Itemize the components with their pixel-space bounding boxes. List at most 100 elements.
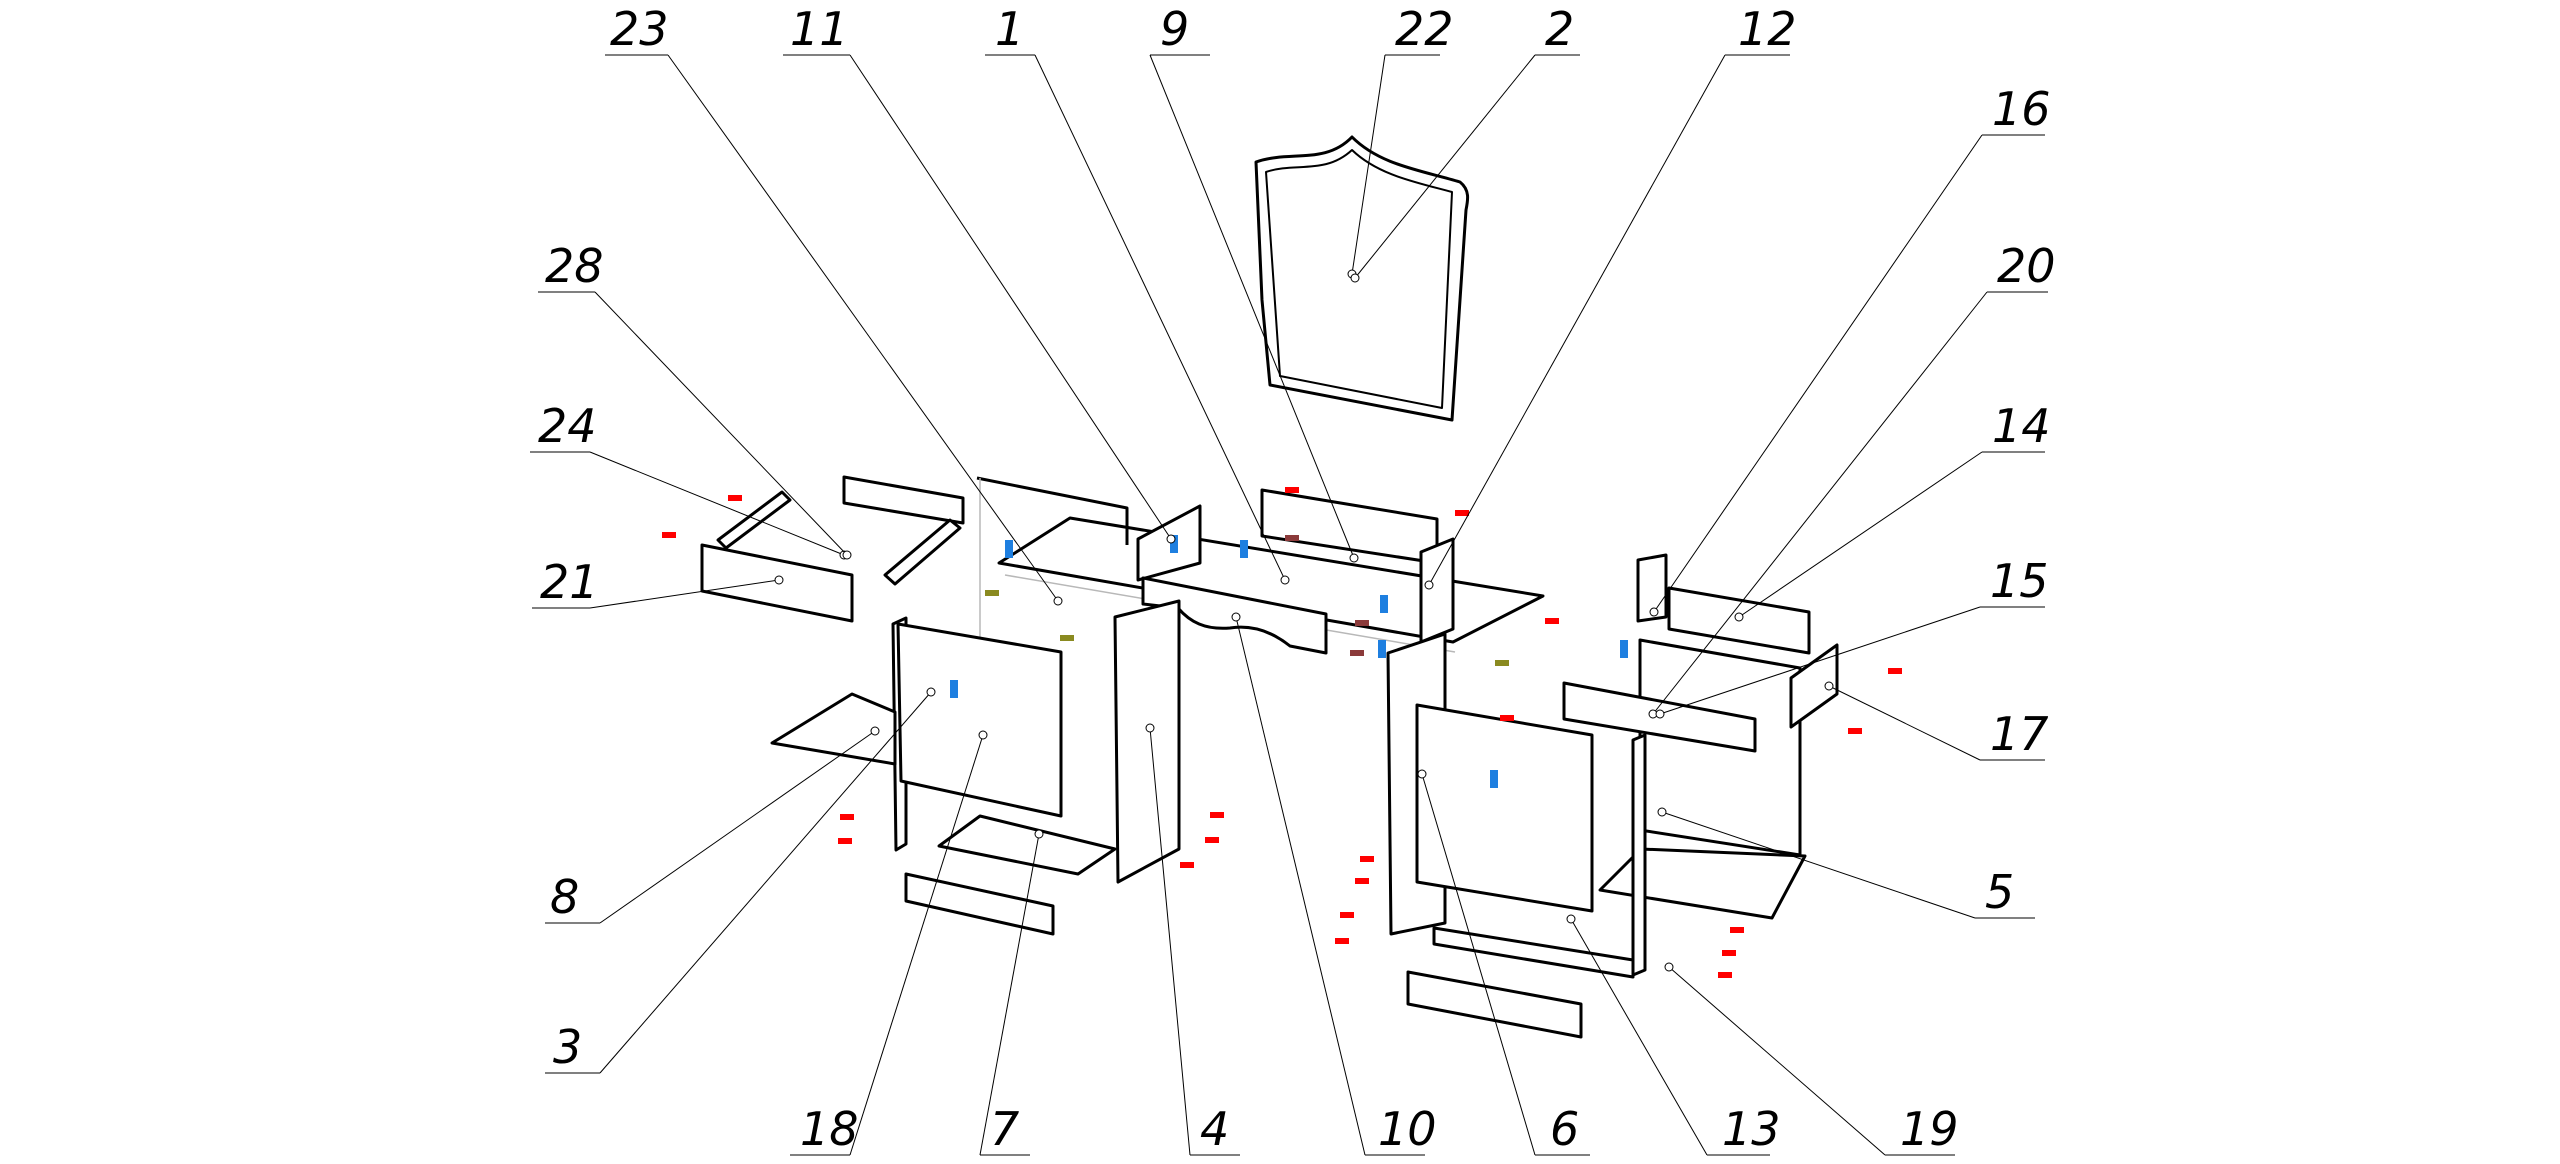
leader-line (589, 579, 780, 609)
leader-line (1661, 811, 1976, 919)
hardware-red-marker (1285, 487, 1299, 493)
left-back-panel (976, 476, 1129, 545)
leader-point (1824, 681, 1834, 691)
right-bottom-shelf (1598, 847, 1807, 920)
hardware-red-marker (1210, 812, 1224, 818)
leader-point (1664, 962, 1674, 972)
leader-point (1053, 596, 1063, 606)
callout-number: 18 (800, 1102, 859, 1156)
hardware-red-marker (1848, 728, 1862, 734)
callout-number: 23 (610, 2, 669, 56)
leader-point (842, 550, 852, 560)
callout-number: 8 (550, 870, 579, 924)
hardware-red-marker (840, 814, 854, 820)
hardware-blue-marker (1620, 640, 1628, 658)
callout-22: 22 (1347, 2, 1454, 279)
hardware-blue-marker (1240, 540, 1248, 558)
leader-line (589, 451, 845, 556)
right-drawer-small-front (1789, 643, 1839, 729)
callout-15: 15 (1655, 554, 2049, 719)
hardware-blue-marker (950, 680, 958, 698)
leader-point (1649, 607, 1659, 617)
callout-number: 5 (1985, 865, 2014, 919)
hardware-red-marker (728, 495, 742, 501)
leader-point (1166, 534, 1176, 544)
leader-line (1149, 54, 1355, 559)
callout-24: 24 (530, 399, 849, 560)
hardware-brown-marker (1355, 620, 1369, 626)
callout-18: 18 (790, 730, 988, 1156)
hardware-red-marker (1545, 618, 1559, 624)
support-panel-right (1419, 537, 1455, 644)
callout-number: 28 (545, 239, 604, 293)
callout-9: 9 (1149, 2, 1359, 563)
callout-number: 17 (1990, 707, 2049, 761)
hardware-blue-marker (1170, 535, 1178, 553)
callout-number: 14 (1992, 399, 2051, 453)
right-inner-side (1631, 733, 1647, 977)
callout-7: 7 (979, 829, 1044, 1156)
left-bottom-shelf (937, 814, 1117, 876)
leader-point (978, 730, 988, 740)
callout-13: 13 (1566, 914, 1781, 1156)
hardware-blue-marker (1490, 770, 1498, 788)
hardware-brown-marker (1285, 535, 1299, 541)
hardware-red-marker (1722, 950, 1736, 956)
leader-point (926, 687, 936, 697)
leader-line (1828, 685, 1981, 761)
callout-8: 8 (545, 726, 880, 924)
hardware-markers (662, 487, 1902, 978)
hardware-red-marker (1730, 927, 1744, 933)
left-drawer-back (842, 475, 965, 525)
callout-number: 11 (790, 2, 849, 56)
leader-line (594, 291, 848, 556)
callout-19: 19 (1664, 962, 1959, 1156)
hardware-red-marker (1205, 837, 1219, 843)
callout-2: 2 (1350, 2, 1580, 283)
hardware-red-marker (1888, 668, 1902, 674)
callout-21: 21 (532, 555, 784, 609)
callout-6: 6 (1417, 769, 1590, 1156)
leader-line (1652, 291, 1988, 715)
leader-point (1424, 580, 1434, 590)
callout-number: 20 (1997, 239, 2056, 293)
leader-point (1417, 769, 1427, 779)
leader-line (849, 734, 984, 1156)
callout-4: 4 (1145, 723, 1240, 1156)
callout-number: 1 (995, 2, 1024, 56)
leader-line (1354, 54, 1536, 279)
leader-line (1149, 727, 1191, 1156)
leader-point (1657, 807, 1667, 817)
leader-point (870, 726, 880, 736)
left-drawer-side (716, 490, 792, 550)
hardware-red-marker (1455, 510, 1469, 516)
leader-line (1570, 918, 1708, 1156)
callout-17: 17 (1824, 681, 2049, 761)
hardware-red-marker (1340, 912, 1354, 918)
callout-16: 16 (1649, 82, 2051, 617)
leader-line (1668, 966, 1886, 1156)
left-plinth (904, 872, 1055, 936)
leader-line (849, 54, 1172, 540)
callout-number: 4 (1200, 1102, 1229, 1156)
callout-number: 22 (1395, 2, 1454, 56)
leader-point (1655, 709, 1665, 719)
callout-number: 3 (553, 1020, 582, 1074)
right-rear-side (1638, 638, 1802, 857)
callout-3: 3 (545, 687, 936, 1074)
hardware-blue-marker (1378, 640, 1386, 658)
callout-14: 14 (1734, 399, 2051, 622)
leader-line (599, 730, 876, 924)
callout-20: 20 (1648, 239, 2056, 719)
leader-line (1034, 54, 1286, 581)
hardware-red-marker (838, 838, 852, 844)
leader-line (1428, 54, 1726, 586)
hardware-olive-marker (1060, 635, 1074, 641)
hardware-red-marker (1360, 856, 1374, 862)
callout-number: 21 (540, 555, 599, 609)
hardware-red-marker (1718, 972, 1732, 978)
callout-number: 15 (1990, 554, 2049, 608)
leader-point (1231, 612, 1241, 622)
callout-1: 1 (985, 2, 1290, 585)
